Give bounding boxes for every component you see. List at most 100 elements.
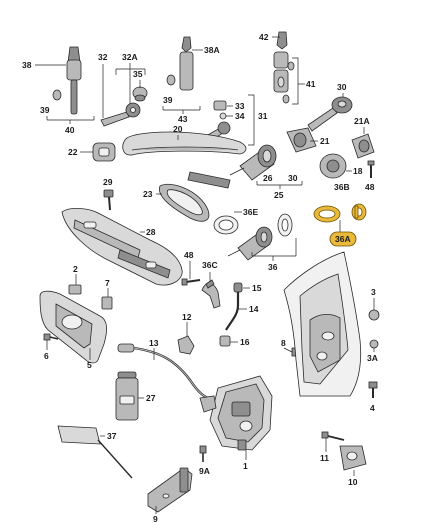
- part-5-interior-bezel: [39, 290, 108, 364]
- callout-27: 27: [146, 393, 156, 403]
- part-39b-ring: [166, 74, 176, 86]
- callout-40: 40: [65, 125, 75, 135]
- callout-29: 29: [103, 177, 113, 187]
- callout-7: 7: [105, 278, 110, 288]
- part-3-plug: [368, 309, 380, 321]
- callout-36B: 36B: [334, 182, 350, 192]
- part-48b-screw: [181, 278, 201, 286]
- callout-8: 8: [281, 338, 286, 348]
- callout-9: 9: [153, 514, 158, 523]
- callout-34: 34: [235, 111, 245, 121]
- part-36E-seal: [213, 215, 239, 235]
- part-7-clip: [101, 296, 113, 310]
- part-38A-key: [179, 36, 194, 91]
- part-30-key: [307, 96, 353, 132]
- callout-18: 18: [353, 166, 363, 176]
- part-10-striker: [339, 445, 367, 471]
- callout-6: 6: [44, 351, 49, 361]
- callout-43: 43: [178, 114, 188, 124]
- part-48a-screw: [367, 160, 375, 178]
- bracket-43: [162, 106, 201, 114]
- callout-33: 33: [235, 101, 245, 111]
- bracket-25: [256, 181, 303, 189]
- part-35-key-cap: [132, 86, 148, 102]
- callout-41: 41: [306, 79, 316, 89]
- callout-48a: 48: [365, 182, 375, 192]
- bracket-40: [46, 116, 95, 124]
- callout-4: 4: [370, 403, 375, 413]
- callout-23: 23: [143, 189, 153, 199]
- part-36C-retainer: [201, 279, 221, 309]
- part-18-trim: [187, 171, 231, 189]
- callout-14: 14: [249, 304, 259, 314]
- callout-28: 28: [146, 227, 156, 237]
- part-9-cover: [147, 467, 193, 513]
- callout-36C: 36C: [202, 260, 218, 270]
- part-33-key-fob: [213, 100, 227, 111]
- part-9A-screw: [199, 445, 207, 462]
- callout-25: 25: [274, 190, 284, 200]
- part-29-bolt: [103, 189, 114, 211]
- callout-36E: 36E: [243, 207, 258, 217]
- callout-32: 32: [98, 52, 108, 62]
- callout-26: 26: [263, 173, 273, 183]
- part-41-ring-a: [287, 61, 295, 71]
- part-37-removal-tool: [57, 425, 133, 479]
- callout-31: 31: [258, 111, 268, 121]
- callout-32A: 32A: [122, 52, 138, 62]
- callout-9A: 9A: [199, 466, 210, 476]
- callout-36: 36: [268, 262, 278, 272]
- part-12-clip: [177, 335, 195, 355]
- part-14-rod: [225, 292, 240, 331]
- part-27-grease-can: [115, 371, 139, 421]
- part-3A-plug: [369, 339, 379, 349]
- callout-36A-badge: [329, 231, 357, 247]
- part-42-key: [273, 31, 289, 93]
- part-36A-retaining-rings: [313, 203, 367, 223]
- part-41-ring-b: [282, 94, 290, 104]
- part-36B-cap: [319, 153, 347, 179]
- part-16-clip: [219, 335, 231, 347]
- callout-12: 12: [182, 312, 192, 322]
- part-2-bracket: [68, 284, 82, 295]
- part-32-key-blade: [100, 102, 141, 127]
- part-15-clip: [233, 282, 243, 293]
- callout-5: 5: [87, 360, 92, 370]
- part-39-ring: [52, 89, 62, 101]
- part-23-handle-gasket: [159, 183, 210, 222]
- part-28-handle-carrier: [61, 208, 183, 286]
- callout-39b: 39: [163, 95, 173, 105]
- callout-2: 2: [73, 264, 78, 274]
- callout-15: 15: [252, 283, 262, 293]
- callout-36A: 36A: [335, 234, 351, 244]
- callout-16: 16: [240, 337, 250, 347]
- callout-20: 20: [173, 124, 183, 134]
- callout-30: 30: [337, 82, 347, 92]
- part-11-bolt: [321, 431, 345, 441]
- part-38-key: [66, 46, 82, 115]
- callout-10: 10: [348, 477, 358, 487]
- callout-21A: 21A: [354, 116, 370, 126]
- callout-42: 42: [259, 32, 269, 42]
- callout-39a: 39: [40, 105, 50, 115]
- part-36-lock-cylinder-assembly: [227, 213, 293, 261]
- callout-48b: 48: [184, 250, 194, 260]
- part-26-lock-cylinder: [229, 144, 277, 181]
- part-21A-cap: [351, 133, 375, 159]
- callout-22: 22: [68, 147, 78, 157]
- callout-30b: 30: [288, 173, 298, 183]
- callout-3: 3: [371, 287, 376, 297]
- part-21-lock-housing: [286, 127, 317, 153]
- callout-37: 37: [107, 431, 117, 441]
- part-4-bolt: [368, 381, 378, 398]
- callout-11: 11: [320, 453, 329, 463]
- bracket-36: [251, 238, 297, 261]
- bracket-32A: [115, 63, 146, 104]
- callout-38: 38: [22, 60, 32, 70]
- callout-21: 21: [320, 136, 330, 146]
- callout-35: 35: [133, 69, 143, 79]
- callout-13: 13: [149, 338, 159, 348]
- callout-3A: 3A: [367, 353, 378, 363]
- door-pillar-body: [283, 251, 362, 397]
